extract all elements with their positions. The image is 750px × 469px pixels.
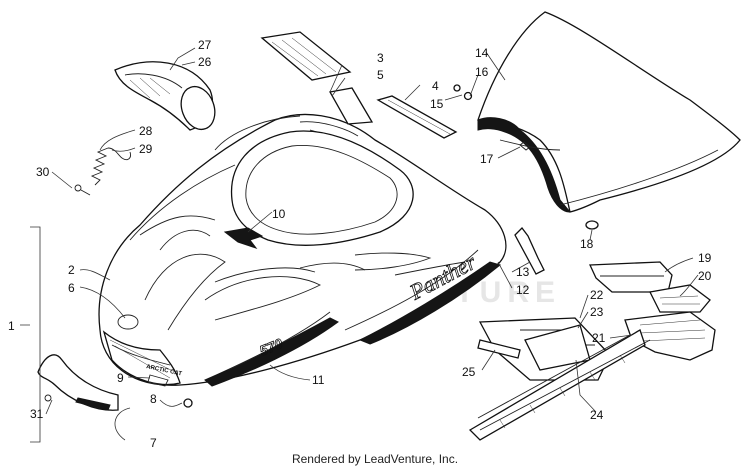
bracket-13	[514, 227, 545, 275]
callout-22: 22	[590, 288, 604, 302]
front-bumper-piece	[37, 354, 119, 411]
callout-6: 6	[68, 281, 75, 295]
callout-11: 11	[312, 373, 325, 387]
callout-19: 19	[698, 251, 712, 265]
callout-9: 9	[117, 371, 124, 385]
washer-16	[453, 84, 461, 92]
callout-4: 4	[432, 79, 439, 93]
callout-23: 23	[590, 305, 604, 319]
tunnel-frame	[468, 329, 651, 441]
footer-credit: Rendered by LeadVenture, Inc.	[291, 452, 459, 466]
callout-5: 5	[377, 68, 384, 82]
decal-5	[328, 87, 374, 125]
clip-9	[147, 374, 169, 387]
strip-25	[477, 339, 521, 359]
grommet-18	[585, 220, 599, 230]
pad-20	[649, 284, 711, 313]
callout-15: 15	[430, 97, 444, 111]
screw-17	[519, 141, 531, 151]
callout-17: 17	[480, 152, 494, 166]
callout-2: 2	[68, 263, 75, 277]
windshield	[477, 11, 741, 213]
bolt-8	[183, 398, 193, 408]
callout-3: 3	[377, 51, 384, 65]
callout-1: 1	[8, 319, 15, 333]
callout-31: 31	[30, 407, 44, 421]
leader-lines	[20, 47, 699, 443]
callout-12: 12	[516, 283, 530, 297]
callout-8: 8	[150, 392, 157, 406]
callout-14: 14	[475, 46, 489, 60]
hood-assembly	[98, 113, 507, 387]
callout-20: 20	[698, 269, 712, 283]
callout-29: 29	[139, 142, 153, 156]
callout-13: 13	[516, 265, 530, 279]
callout-28: 28	[139, 124, 153, 138]
callout-25: 25	[462, 365, 476, 379]
callout-27: 27	[198, 38, 212, 52]
nut-15	[463, 91, 473, 101]
callout-24: 24	[590, 408, 604, 422]
decal-strip-4	[376, 95, 458, 139]
callout-26: 26	[198, 55, 212, 69]
callout-labels: 1 2 3 4 5 6 7 8 9 10 11 12 13 14 15 16 1…	[8, 38, 712, 450]
callout-18: 18	[580, 237, 594, 251]
cat-decal	[223, 227, 264, 249]
callout-30: 30	[36, 165, 50, 179]
callout-21: 21	[592, 331, 606, 345]
hood-latch-spring	[74, 147, 131, 196]
decal-strip-3	[260, 31, 352, 81]
headlight-shroud	[114, 61, 216, 131]
callout-7: 7	[150, 436, 157, 450]
callout-16: 16	[475, 65, 489, 79]
callout-10: 10	[272, 207, 286, 221]
